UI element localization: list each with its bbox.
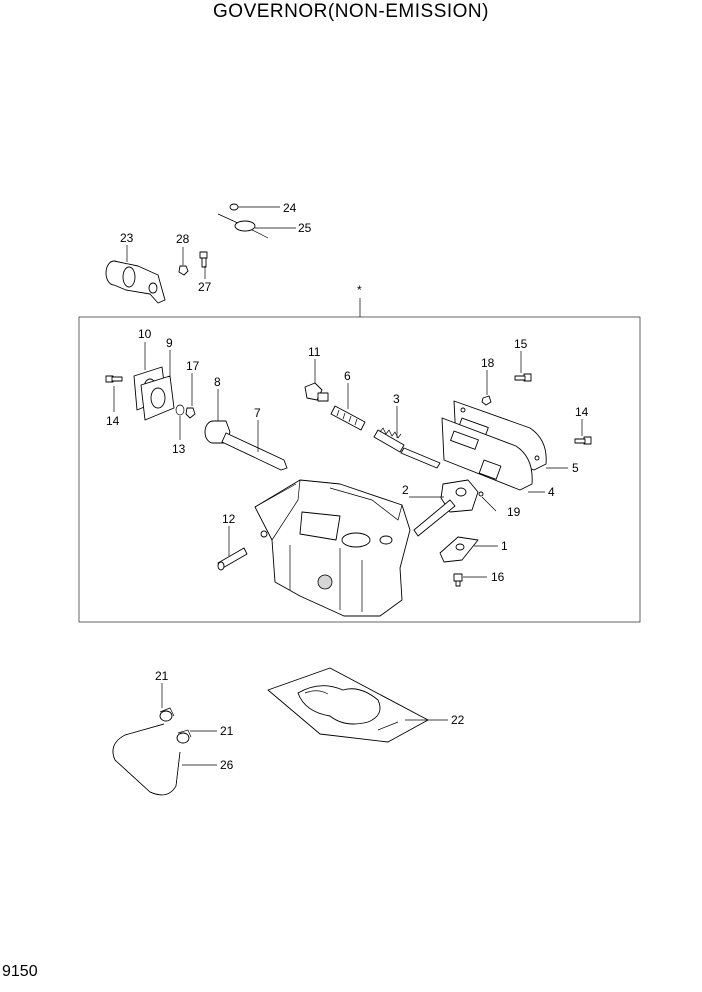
callout-24: 24 xyxy=(283,201,297,215)
callout-2: 2 xyxy=(402,483,409,497)
callout-1: 1 xyxy=(501,539,508,553)
callout-4: 4 xyxy=(548,485,555,499)
part-11-plug xyxy=(304,382,329,402)
callout-26: 26 xyxy=(220,758,234,772)
assembly-marker: * xyxy=(357,283,362,297)
part-16-screw xyxy=(453,573,463,587)
part-19-pin xyxy=(478,491,484,497)
diagram-title: GOVERNOR(NON-EMISSION) xyxy=(213,1,489,22)
callout-5: 5 xyxy=(572,461,579,475)
part-2-lever xyxy=(413,479,479,537)
part-18-washer xyxy=(481,395,492,406)
part-22-gasket xyxy=(267,667,429,743)
callout-8: 8 xyxy=(214,375,221,389)
callout-28: 28 xyxy=(176,232,190,246)
part-28-nut xyxy=(178,265,189,276)
callout-25: 25 xyxy=(298,221,312,235)
part-25-gasket xyxy=(217,213,269,239)
callout-17: 17 xyxy=(186,359,200,373)
part-4-gasket xyxy=(441,417,533,491)
part-3-spring-rod xyxy=(373,427,441,469)
page-number: 9150 xyxy=(2,963,38,980)
part-21-clamp-upper xyxy=(159,707,175,722)
callout-21-upper: 21 xyxy=(155,669,169,683)
part-12-stud xyxy=(217,547,248,571)
part-6-screw xyxy=(330,405,366,431)
part-9-gasket xyxy=(140,375,175,421)
callout-14-left: 14 xyxy=(106,414,120,428)
callout-13: 13 xyxy=(172,442,186,456)
part-27-bolt xyxy=(199,251,208,268)
part-24-seal-cap xyxy=(229,203,239,211)
part-26-hose xyxy=(112,723,181,796)
callout-10: 10 xyxy=(138,327,152,341)
part-23-housing xyxy=(105,260,166,304)
callout-14-right: 14 xyxy=(575,405,589,419)
part-13-o-ring xyxy=(175,404,185,416)
part-14-bolt-right xyxy=(574,436,592,445)
callout-12: 12 xyxy=(222,512,236,526)
callout-7: 7 xyxy=(254,406,261,420)
callout-23: 23 xyxy=(120,231,134,245)
callout-9: 9 xyxy=(166,336,173,350)
part-15-bolt xyxy=(514,373,532,382)
governor-body xyxy=(254,479,411,617)
callout-22: 22 xyxy=(451,713,465,727)
part-7-shaft xyxy=(221,432,288,471)
part-14-bolt-left xyxy=(105,375,123,383)
callout-19: 19 xyxy=(507,505,521,519)
part-21-clamp-lower xyxy=(176,729,192,744)
callout-16: 16 xyxy=(491,570,505,584)
assembly-frame xyxy=(78,316,641,623)
callout-18: 18 xyxy=(481,356,495,370)
callout-15: 15 xyxy=(514,337,528,351)
callout-6: 6 xyxy=(344,369,351,383)
callout-27: 27 xyxy=(198,280,212,294)
part-17-washer xyxy=(185,407,196,419)
callout-11: 11 xyxy=(308,345,321,359)
part-1-plate xyxy=(439,536,479,563)
callout-21-lower: 21 xyxy=(220,724,234,738)
callout-3: 3 xyxy=(393,392,400,406)
